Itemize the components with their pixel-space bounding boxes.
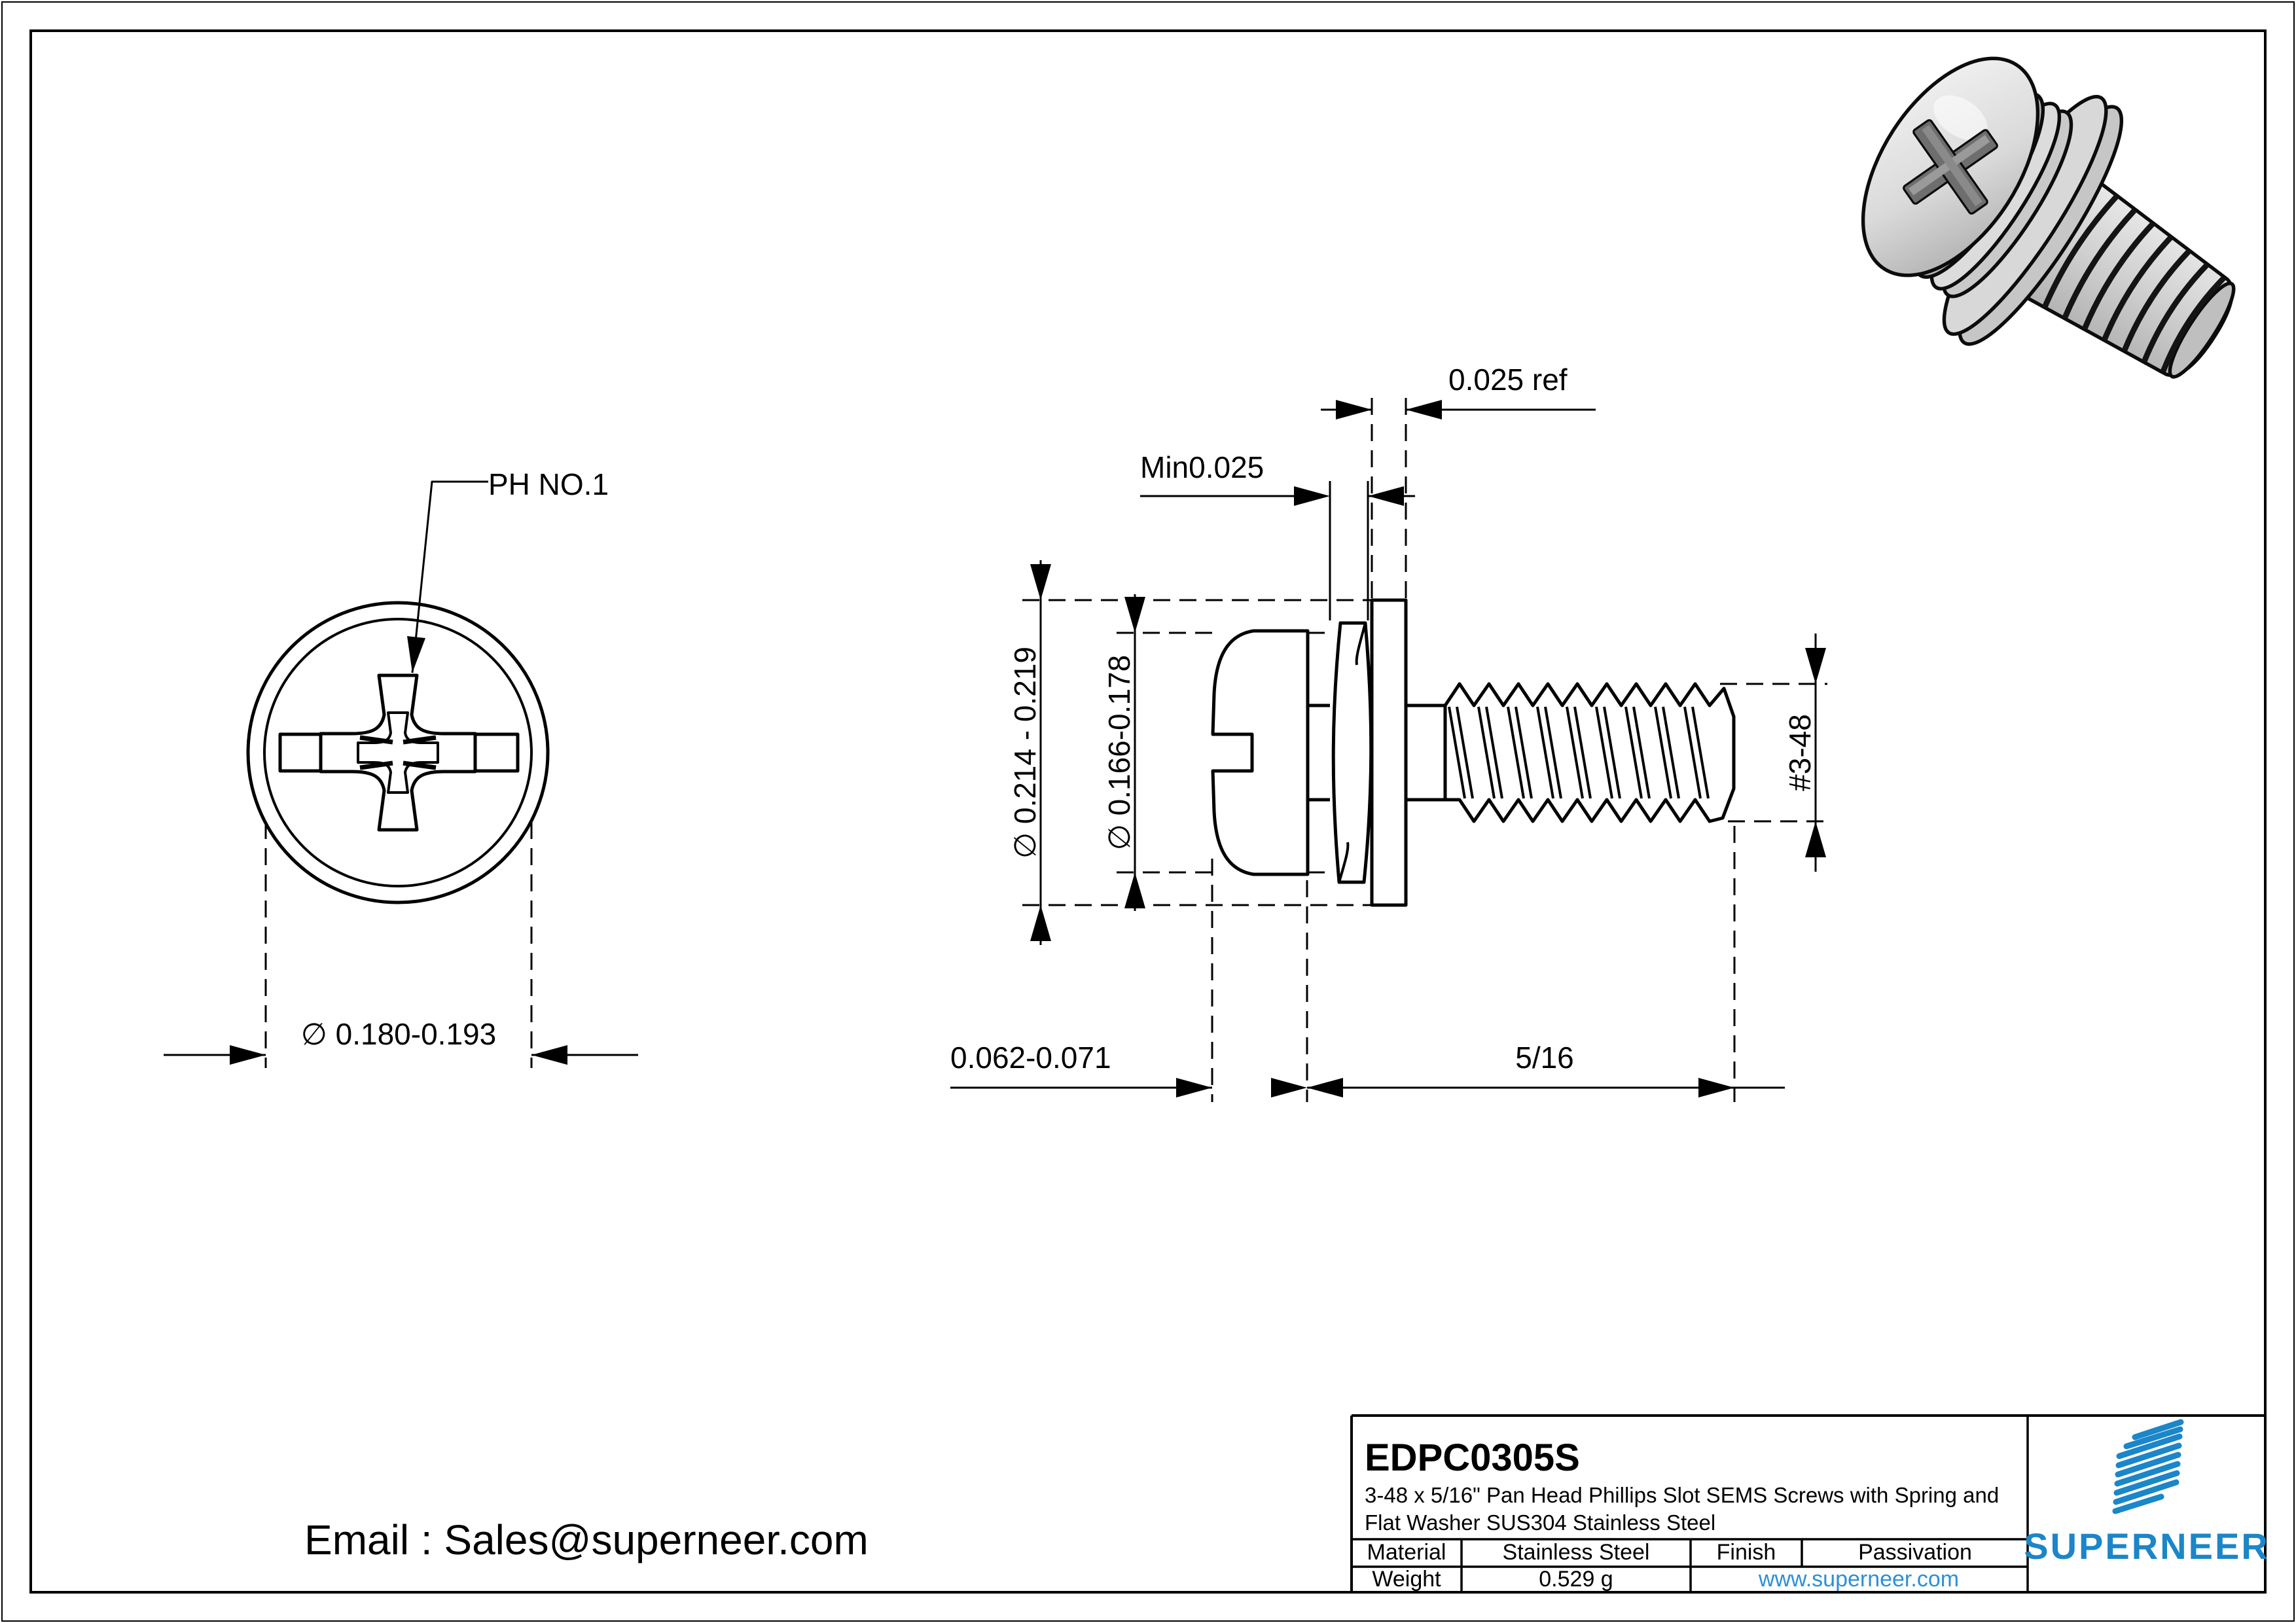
drive-label: PH NO.1 [488, 467, 609, 501]
flat-washer [1370, 598, 1408, 907]
thread-flanks [1448, 706, 1710, 799]
material-value: Stainless Steel [1503, 1540, 1650, 1565]
brand-name: SUPERNEER [2024, 1525, 2270, 1567]
spring-washer-split-bottom [1338, 842, 1350, 883]
head-od-dimension: ∅ 0.166-0.178 [1102, 594, 1330, 911]
shank-lines [1308, 704, 1445, 802]
thread-length-text: 5/16 [1515, 1041, 1574, 1075]
phillips-3d [1903, 119, 1998, 215]
washer-od-text: ∅ 0.214 - 0.219 [1008, 647, 1042, 859]
drive-callout: PH NO.1 [407, 467, 609, 673]
title-block: EDPC0305S 3-48 x 5/16" Pan Head Phillips… [1350, 1414, 2265, 1592]
head-diameter-dimension: ∅ 0.180-0.193 [164, 822, 638, 1068]
head-od-text: ∅ 0.166-0.178 [1102, 655, 1136, 850]
finish-value: Passivation [1858, 1540, 1972, 1565]
spring-washer-split-top [1355, 622, 1367, 666]
screw-3d-render [1861, 56, 2236, 379]
front-view: PH NO.1 ∅ 0.180-0.193 [164, 467, 638, 1068]
weight-value: 0.529 g [1539, 1567, 1613, 1592]
description-line1: 3-48 x 5/16" Pan Head Phillips Slot SEMS… [1365, 1483, 1999, 1507]
slot-wedges [359, 735, 437, 770]
website-link[interactable]: www.superneer.com [1758, 1567, 1959, 1592]
head-3d-highlight [1933, 95, 1988, 141]
weight-label: Weight [1372, 1567, 1441, 1592]
head-height-text: 0.062-0.071 [950, 1041, 1111, 1075]
spring-thickness-dimension: Min0.025 [1140, 450, 1415, 620]
leader-arrowhead [407, 636, 425, 673]
washer-od-dimension: ∅ 0.214 - 0.219 [1008, 560, 1372, 945]
pan-head-profile [1211, 629, 1310, 876]
side-view: ∅ 0.214 - 0.219 ∅ 0.166-0.178 Min0.025 0… [950, 363, 1827, 1102]
finish-label: Finish [1717, 1540, 1776, 1565]
logo-stripes-icon [2112, 1419, 2184, 1514]
length-dimensions: 0.062-0.071 5/16 [950, 826, 1785, 1102]
part-number: EDPC0305S [1365, 1436, 1580, 1479]
washer-thickness-text: 0.025 ref [1448, 363, 1568, 397]
thread-size-dimension: #3-48 [1720, 633, 1827, 872]
spring-thickness-text: Min0.025 [1140, 450, 1264, 484]
thread-profile [1443, 682, 1736, 823]
washer-thickness-dimension: 0.025 ref [1321, 363, 1596, 599]
description-line2: Flat Washer SUS304 Stainless Steel [1365, 1510, 1715, 1535]
material-label: Material [1367, 1540, 1446, 1565]
thread-size-text: #3-48 [1783, 714, 1817, 791]
inner-border [29, 29, 2267, 1594]
head-diameter-text: ∅ 0.180-0.193 [301, 1017, 496, 1051]
brand-logo: SUPERNEER [2024, 1419, 2270, 1567]
spring-washer [1331, 621, 1373, 884]
contact-email: Email : Sales@superneer.com [304, 1516, 869, 1563]
